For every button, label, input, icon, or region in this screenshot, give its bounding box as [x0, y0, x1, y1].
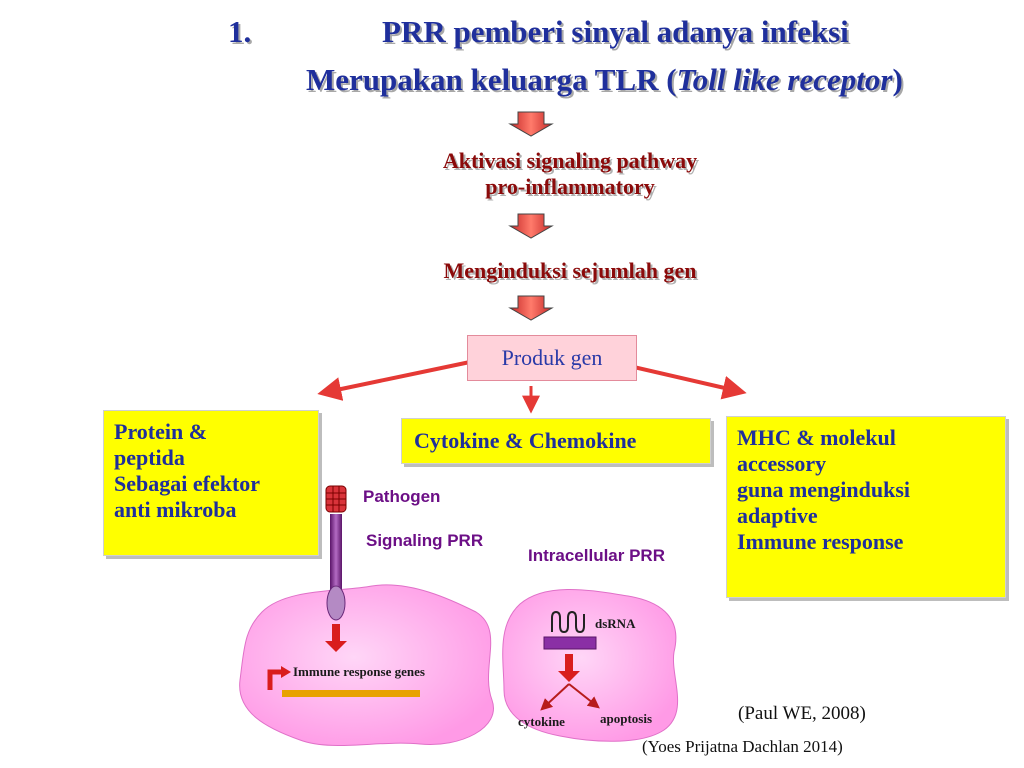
- signaling-prr-label: Signaling PRR: [366, 531, 484, 550]
- outcome-right-line-1: MHC & molekul: [737, 425, 896, 450]
- flow-arrow-2: [508, 213, 554, 239]
- outcome-box-left: Protein & peptida Sebagai efektor anti m…: [103, 410, 319, 556]
- product-box: Produk gen: [467, 335, 637, 381]
- intracellular-signal-arrow-icon: [558, 654, 580, 682]
- arrow-to-cytokine: [540, 683, 570, 711]
- outcome-right-line-5: Immune response: [737, 529, 904, 554]
- title-line-2: Merupakan keluarga TLR (Toll like recept…: [306, 62, 903, 98]
- flow-arrow-3: [508, 295, 554, 321]
- outcome-right-line-2: accessory: [737, 451, 827, 476]
- title-line-2-suffix: ): [892, 62, 903, 97]
- pathogen-label: Pathogen: [363, 487, 441, 506]
- title-number: 1.: [228, 14, 252, 49]
- apoptosis-label: apoptosis: [600, 711, 653, 726]
- step-induction: Menginduksi sejumlah gen: [443, 258, 697, 283]
- immune-response-genes-label: Immune response genes: [293, 664, 425, 679]
- dsrna-icon: [551, 610, 585, 634]
- title-line-2-prefix: Merupakan keluarga TLR (: [306, 62, 677, 97]
- outcome-box-middle: Cytokine & Chemokine: [401, 418, 711, 464]
- citation-paul: (Paul WE, 2008): [738, 703, 866, 724]
- branch-arrow-left: [317, 360, 471, 401]
- title-line-1: PRR pemberi sinyal adanya infeksi: [382, 14, 849, 49]
- step-activation-line-1: Aktivasi signaling pathway: [442, 148, 698, 173]
- outcome-left-line-3: Sebagai efektor: [114, 471, 261, 496]
- outcome-left-line-4: anti mikroba: [114, 497, 237, 522]
- cell-left: [239, 584, 494, 746]
- signal-arrow-icon: [325, 624, 347, 652]
- gene-promoter-icon: [267, 666, 291, 690]
- dsrna-label: dsRNA: [595, 616, 636, 631]
- outcome-box-right: MHC & molekul accessory guna menginduksi…: [726, 416, 1006, 598]
- outcome-right-line-4: adaptive: [737, 503, 818, 528]
- outcome-left-line-1: Protein &: [114, 419, 208, 444]
- arrow-to-apoptosis: [568, 683, 600, 709]
- intracellular-receptor-bar: [543, 636, 597, 650]
- flow-arrow-1: [508, 111, 554, 137]
- intracellular-prr-label: Intracellular PRR: [528, 546, 665, 565]
- outcome-left-line-2: peptida: [114, 445, 185, 470]
- cytokine-label: cytokine: [518, 714, 565, 729]
- outcome-right-line-3: guna menginduksi: [737, 477, 911, 502]
- pathogen-icon: [325, 485, 347, 513]
- step-activation: Aktivasi signaling pathway pro-inflammat…: [400, 148, 740, 200]
- title-line-2-italic: Toll like receptor: [676, 62, 893, 97]
- citation-yoes: (Yoes Prijatna Dachlan 2014): [642, 737, 843, 756]
- gene-bar: [282, 690, 420, 697]
- step-activation-line-2: pro-inflammatory: [485, 174, 655, 199]
- signaling-receptor-icon: [326, 514, 346, 621]
